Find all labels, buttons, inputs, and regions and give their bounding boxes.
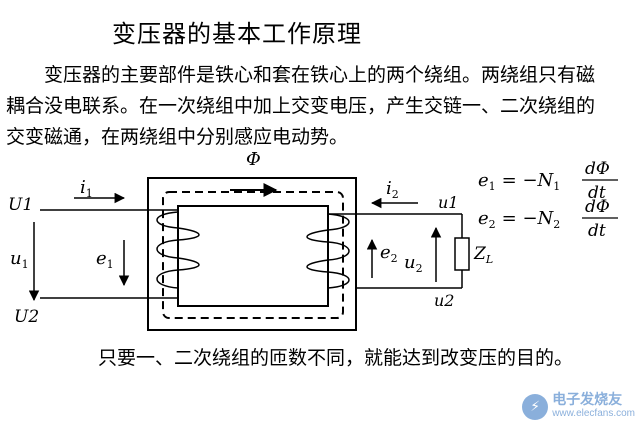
equation-e1: e1= −N1 dΦ dt bbox=[478, 159, 618, 203]
label-e2-sub: 2 bbox=[391, 252, 398, 265]
label-u2-sub: 2 bbox=[416, 262, 423, 275]
label-e1-sub: 1 bbox=[107, 258, 114, 271]
svg-text:ZL: ZL bbox=[473, 244, 493, 266]
elecfans-logo-icon: ⚡ bbox=[522, 394, 549, 420]
intro-paragraph: 变压器的主要部件是铁心和套在铁心上的两个绕组。两绕组只有磁耦合没电联系。在一次绕… bbox=[6, 60, 606, 153]
svg-text:i2: i2 bbox=[386, 178, 399, 201]
secondary-winding bbox=[306, 213, 350, 289]
conclusion-paragraph: 只要一、二次绕组的匝数不同，就能达到改变压的目的。 bbox=[52, 343, 612, 374]
label-i2-sub: 2 bbox=[392, 188, 399, 201]
svg-text:u2: u2 bbox=[404, 252, 423, 275]
core-inner bbox=[177, 205, 329, 307]
watermark-logo: ⚡ 电子发烧友 www.elecfans.com bbox=[522, 393, 635, 421]
label-e1: e bbox=[96, 248, 107, 269]
equation-e2: e2= −N2 dΦ dt bbox=[478, 197, 618, 241]
core-outer bbox=[147, 177, 357, 331]
label-i1: i bbox=[80, 177, 86, 198]
watermark-url: www.elecfans.com bbox=[552, 408, 635, 419]
page-title: 变压器的基本工作原理 bbox=[112, 20, 362, 48]
svg-text:e1= −N1: e1= −N1 bbox=[478, 170, 560, 193]
watermark-cn: 电子发烧友 bbox=[552, 392, 623, 408]
label-U2: U2 bbox=[14, 307, 39, 327]
load-resistor bbox=[454, 237, 470, 271]
svg-text:e1: e1 bbox=[96, 248, 114, 271]
label-U1: U1 bbox=[8, 195, 33, 215]
label-i1-sub: 1 bbox=[86, 187, 93, 200]
label-u1-left-sub: 1 bbox=[22, 258, 29, 271]
label-u2-right: u2 bbox=[434, 291, 454, 310]
svg-text:e2= −N2: e2= −N2 bbox=[478, 208, 560, 231]
label-e2: e bbox=[380, 242, 391, 263]
label-u2: u bbox=[404, 252, 416, 273]
label-u1-right: u1 bbox=[438, 193, 458, 212]
flux-path bbox=[162, 191, 344, 319]
label-i2: i bbox=[386, 178, 392, 199]
svg-text:i1: i1 bbox=[80, 177, 93, 200]
intro-text: 变压器的主要部件是铁心和套在铁心上的两个绕组。两绕组只有磁耦合没电联系。在一次绕… bbox=[6, 64, 596, 148]
svg-text:dt: dt bbox=[588, 221, 606, 241]
svg-text:e2: e2 bbox=[380, 242, 398, 265]
label-ZL-sub: L bbox=[485, 253, 493, 266]
primary-winding bbox=[156, 211, 200, 289]
flux-label: Φ bbox=[246, 149, 261, 170]
svg-text:dΦ: dΦ bbox=[585, 159, 610, 179]
svg-text:dΦ: dΦ bbox=[585, 197, 610, 217]
label-ZL: Z bbox=[473, 244, 487, 264]
conclusion-text: 只要一、二次绕组的匝数不同，就能达到改变压的目的。 bbox=[98, 347, 574, 369]
label-u1-left: u bbox=[10, 248, 22, 269]
svg-text:u1: u1 bbox=[10, 248, 29, 271]
svg-text:dt: dt bbox=[588, 183, 606, 203]
